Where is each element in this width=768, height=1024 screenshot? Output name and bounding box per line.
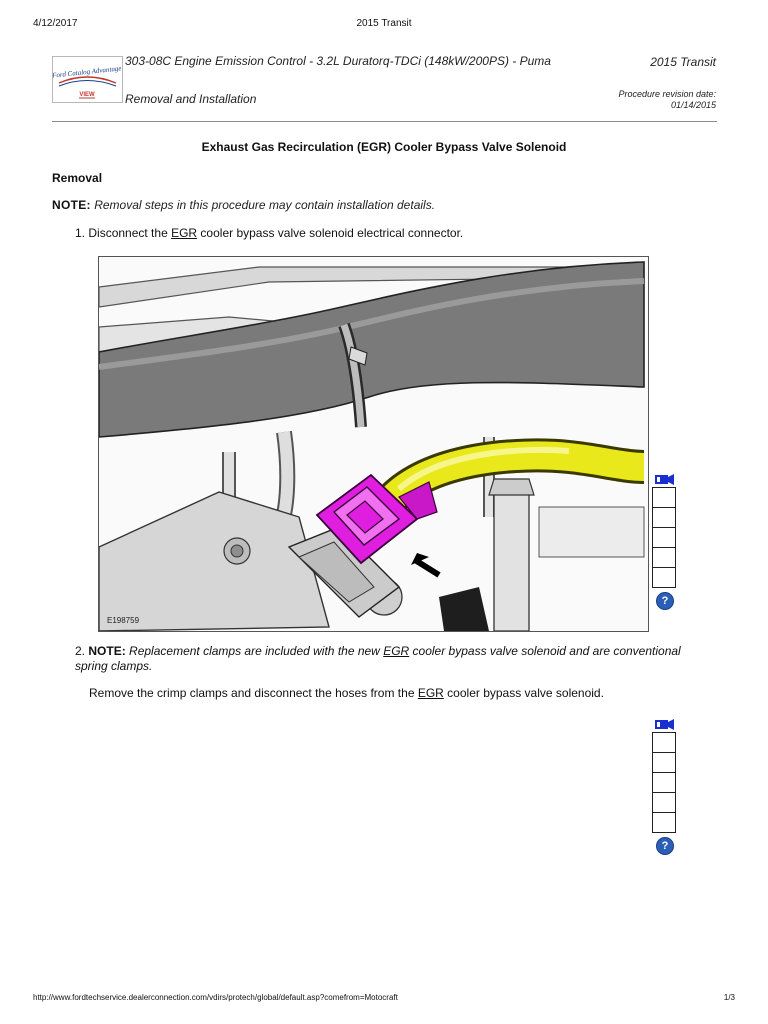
video-camera-icon[interactable] xyxy=(652,716,676,732)
step-note-label: NOTE: xyxy=(88,644,126,658)
step-text-pre: Disconnect the xyxy=(88,226,172,240)
toolbar-button[interactable] xyxy=(652,793,676,813)
document-title: Exhaust Gas Recirculation (EGR) Cooler B… xyxy=(201,140,567,154)
toolbar-button[interactable] xyxy=(652,487,676,508)
step-2-instruction: Remove the crimp clamps and disconnect t… xyxy=(89,686,604,700)
toolbar-button[interactable] xyxy=(652,568,676,588)
print-title: 2015 Transit xyxy=(356,18,412,29)
figure-toolbar-2: ? xyxy=(652,716,676,855)
egr-abbreviation-link[interactable]: EGR xyxy=(417,686,444,700)
toolbar-button[interactable] xyxy=(652,732,676,753)
step-number: 2. xyxy=(75,644,86,658)
section-heading: Removal xyxy=(52,171,103,185)
footer-url: http://www.fordtechservice.dealerconnect… xyxy=(33,993,398,1002)
print-date: 4/12/2017 xyxy=(33,18,78,29)
step-text-post: cooler bypass valve solenoid. xyxy=(443,686,604,700)
revision-date-label: Procedure revision date: xyxy=(618,89,716,99)
figure-toolbar-1: ? xyxy=(652,471,676,610)
note-label: NOTE: xyxy=(52,198,91,212)
step-note-post: cooler bypass valve solenoid and are con… xyxy=(75,644,681,673)
procedure-title: 303-08C Engine Emission Control - 3.2L D… xyxy=(125,54,551,68)
egr-abbreviation-link[interactable]: EGR xyxy=(171,226,198,240)
removal-note: NOTE: Removal steps in this procedure ma… xyxy=(52,198,435,212)
procedure-subtitle: Removal and Installation xyxy=(125,92,257,106)
toolbar-button[interactable] xyxy=(652,528,676,548)
header-divider xyxy=(52,121,717,122)
revision-date: 01/14/2015 xyxy=(670,100,716,110)
toolbar-button[interactable] xyxy=(652,813,676,833)
logo-view-text: VIEW xyxy=(79,92,95,98)
egr-abbreviation-link[interactable]: EGR xyxy=(383,644,410,658)
toolbar-button[interactable] xyxy=(652,753,676,773)
video-camera-icon[interactable] xyxy=(652,471,676,487)
page-number: 1/3 xyxy=(723,993,735,1002)
help-icon[interactable]: ? xyxy=(656,592,674,610)
step-1: 1. Disconnect the EGR cooler bypass valv… xyxy=(75,226,463,241)
toolbar-button[interactable] xyxy=(652,773,676,793)
step-1-illustration: E198759 xyxy=(98,256,649,632)
figure-id: E198759 xyxy=(107,616,140,625)
ford-catalog-logo: Ford Catalog Advantage VIEW xyxy=(52,56,123,103)
step-number: 1. xyxy=(75,226,86,240)
step-text-pre: Remove the crimp clamps and disconnect t… xyxy=(89,686,418,700)
step-text-post: cooler bypass valve solenoid electrical … xyxy=(197,226,464,240)
step-note-pre: Replacement clamps are included with the… xyxy=(129,644,384,658)
note-text: Removal steps in this procedure may cont… xyxy=(94,198,436,212)
step-2: 2. NOTE: Replacement clamps are included… xyxy=(75,644,715,674)
toolbar-button[interactable] xyxy=(652,508,676,528)
help-icon[interactable]: ? xyxy=(656,837,674,855)
toolbar-button[interactable] xyxy=(652,548,676,568)
vehicle-model: 2015 Transit xyxy=(650,55,716,69)
